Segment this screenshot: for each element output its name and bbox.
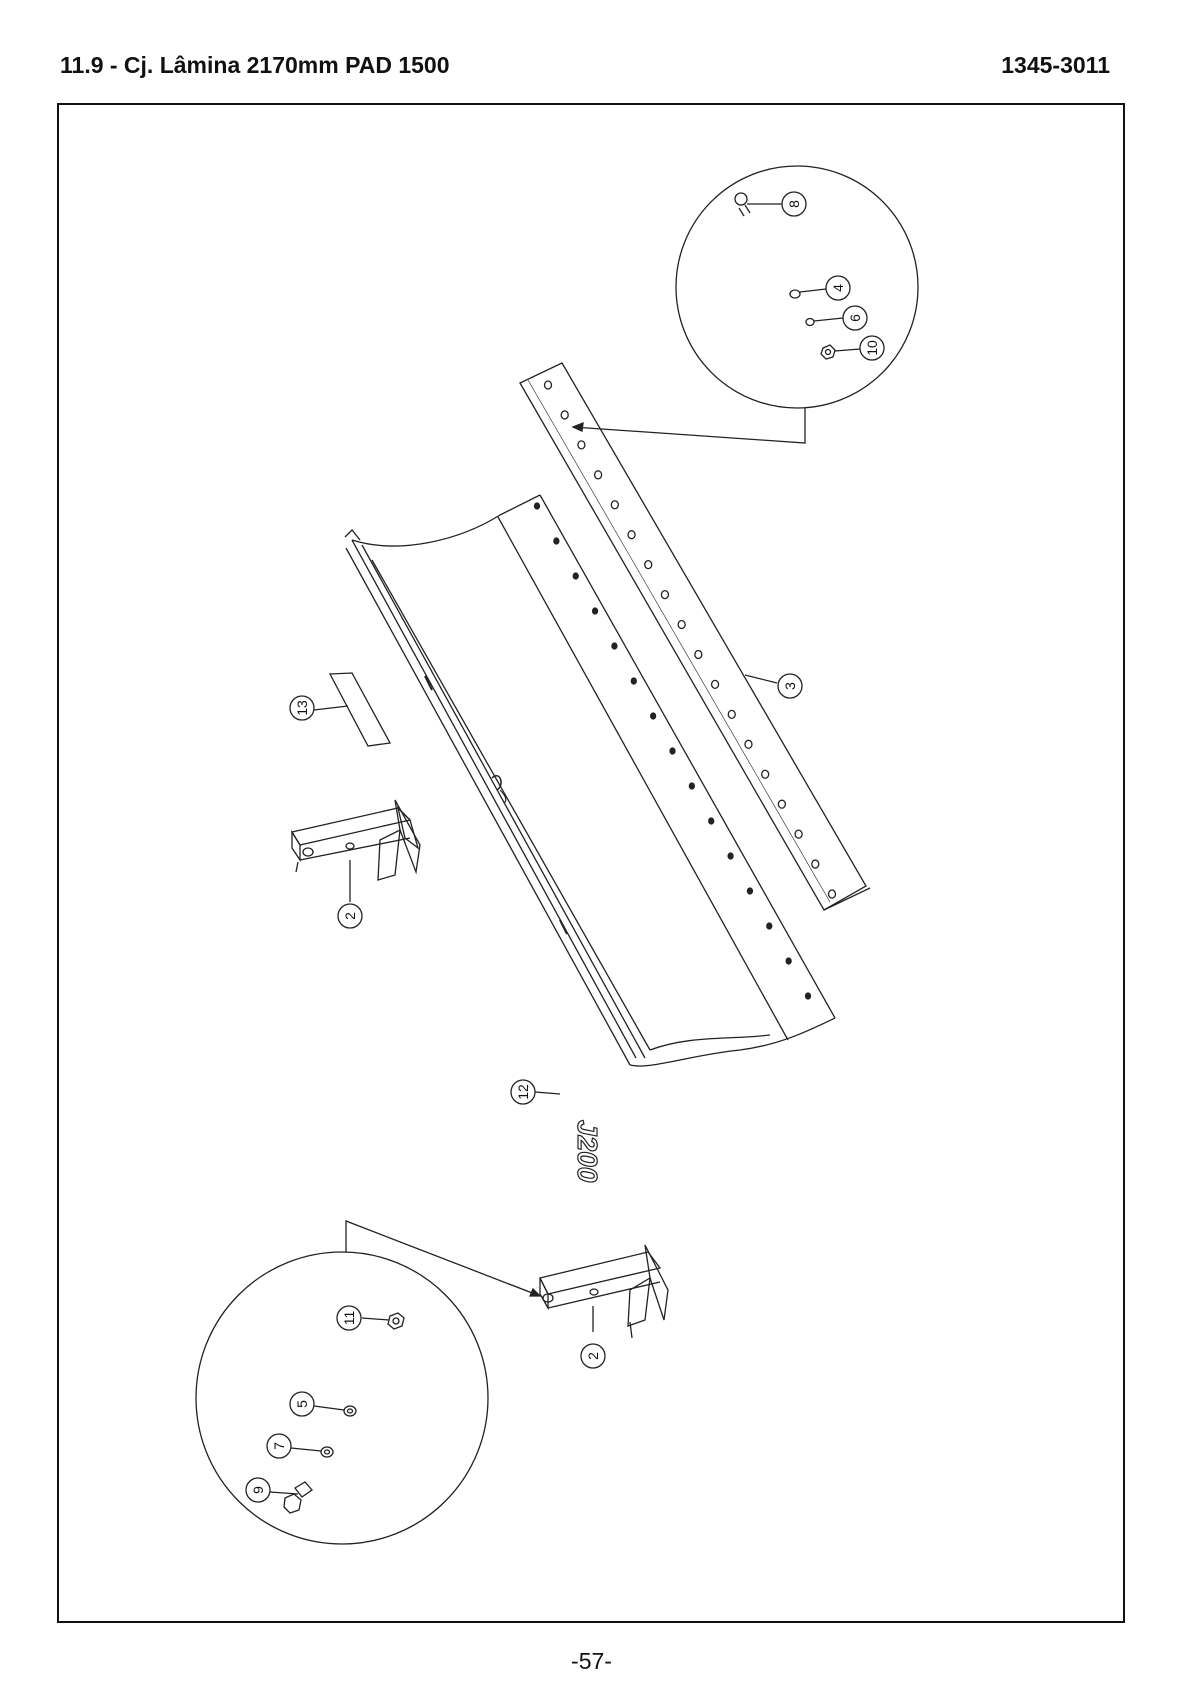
callout-3: 3	[777, 673, 803, 699]
bolt-hole	[804, 992, 812, 1000]
lock-washer-icon	[290, 1446, 334, 1458]
bolt-hole	[577, 440, 586, 450]
bolt-hole	[744, 739, 753, 749]
bolt-hole	[591, 607, 599, 615]
mounting-bracket-lower	[539, 1244, 669, 1339]
bolt-hole	[560, 410, 569, 420]
bolt-hole	[710, 679, 720, 690]
detail-circle-bottom	[195, 1220, 542, 1545]
callout-number: 6	[847, 314, 863, 322]
bolt-hole	[777, 799, 787, 809]
bolt-icon	[734, 192, 782, 217]
bolt-hole	[761, 769, 770, 779]
callout-8: 8	[781, 191, 807, 217]
callout-number: 3	[782, 682, 798, 690]
bolt-hole	[688, 782, 696, 790]
callout-number: 11	[341, 1311, 357, 1326]
bolt-hole	[708, 817, 715, 825]
callout-2-lower: 2	[580, 1343, 606, 1369]
callout-number: 13	[294, 700, 310, 716]
nut-icon	[820, 344, 861, 360]
cutting-edge-strip	[519, 362, 871, 911]
callout-number: 5	[294, 1400, 310, 1408]
bolt-hole	[794, 829, 803, 839]
bolt-hole	[677, 619, 686, 630]
decal-strip	[313, 672, 392, 747]
bolt-hole	[669, 747, 676, 755]
bolt-hole	[533, 502, 541, 510]
callout-4: 4	[825, 275, 851, 301]
bolt-hole	[543, 380, 553, 390]
bolt-hole	[811, 859, 820, 869]
drawing-frame	[57, 103, 1125, 1623]
bolt-hole	[627, 530, 636, 540]
blade-holes	[533, 502, 812, 1000]
bolt-hole	[572, 572, 579, 580]
page-title: 11.9 - Cj. Lâmina 2170mm PAD 1500	[60, 52, 450, 78]
bolt-hole	[610, 500, 619, 510]
bolt-hole	[827, 889, 837, 899]
callout-number: 12	[515, 1084, 531, 1100]
bolt-hole	[785, 957, 792, 965]
cutting-edge-holes	[543, 380, 837, 899]
page-number: -57-	[571, 1648, 612, 1674]
callout-number: 10	[864, 340, 880, 356]
bolt-hole	[644, 559, 653, 570]
mounting-bracket-upper	[290, 799, 421, 902]
bolt-hole	[766, 922, 773, 930]
bolt-hole	[553, 537, 560, 545]
callout-number: 2	[585, 1352, 601, 1360]
callout-number: 8	[786, 200, 802, 208]
callout-10: 10	[859, 335, 885, 361]
bolt-hole	[660, 589, 670, 600]
bolt-hole	[694, 649, 703, 660]
callout-7: 7	[266, 1433, 292, 1459]
bolt-hole	[727, 709, 736, 720]
washer-icon	[789, 288, 827, 299]
callout-2-upper: 2	[337, 903, 363, 929]
callout-13: 13	[289, 695, 315, 721]
lock-washer-icon	[805, 317, 844, 327]
detail-circle-top	[571, 165, 919, 444]
nut-icon	[361, 1312, 405, 1330]
bolt-hole	[593, 470, 603, 480]
callout-number: 9	[250, 1486, 266, 1494]
bolt-icon	[269, 1481, 313, 1514]
part-code: 1345-3011	[1001, 52, 1110, 78]
washer-icon	[313, 1405, 357, 1417]
decal-text: J200	[572, 1120, 603, 1183]
bolt-hole	[630, 677, 637, 685]
bolt-hole	[727, 852, 734, 860]
callout-number: 4	[830, 284, 846, 292]
callout-number: 7	[271, 1442, 287, 1450]
model-decal: J200	[534, 1091, 604, 1183]
callout-number: 2	[342, 912, 358, 920]
bolt-hole	[746, 887, 754, 895]
callout-5: 5	[289, 1391, 315, 1417]
blade-body	[344, 494, 836, 1067]
callout-9: 9	[245, 1477, 271, 1503]
callout-12: 12	[510, 1079, 536, 1105]
callout-11: 11	[336, 1305, 362, 1331]
bolt-hole	[611, 642, 618, 650]
bolt-hole	[649, 712, 657, 720]
callout-6: 6	[842, 305, 868, 331]
